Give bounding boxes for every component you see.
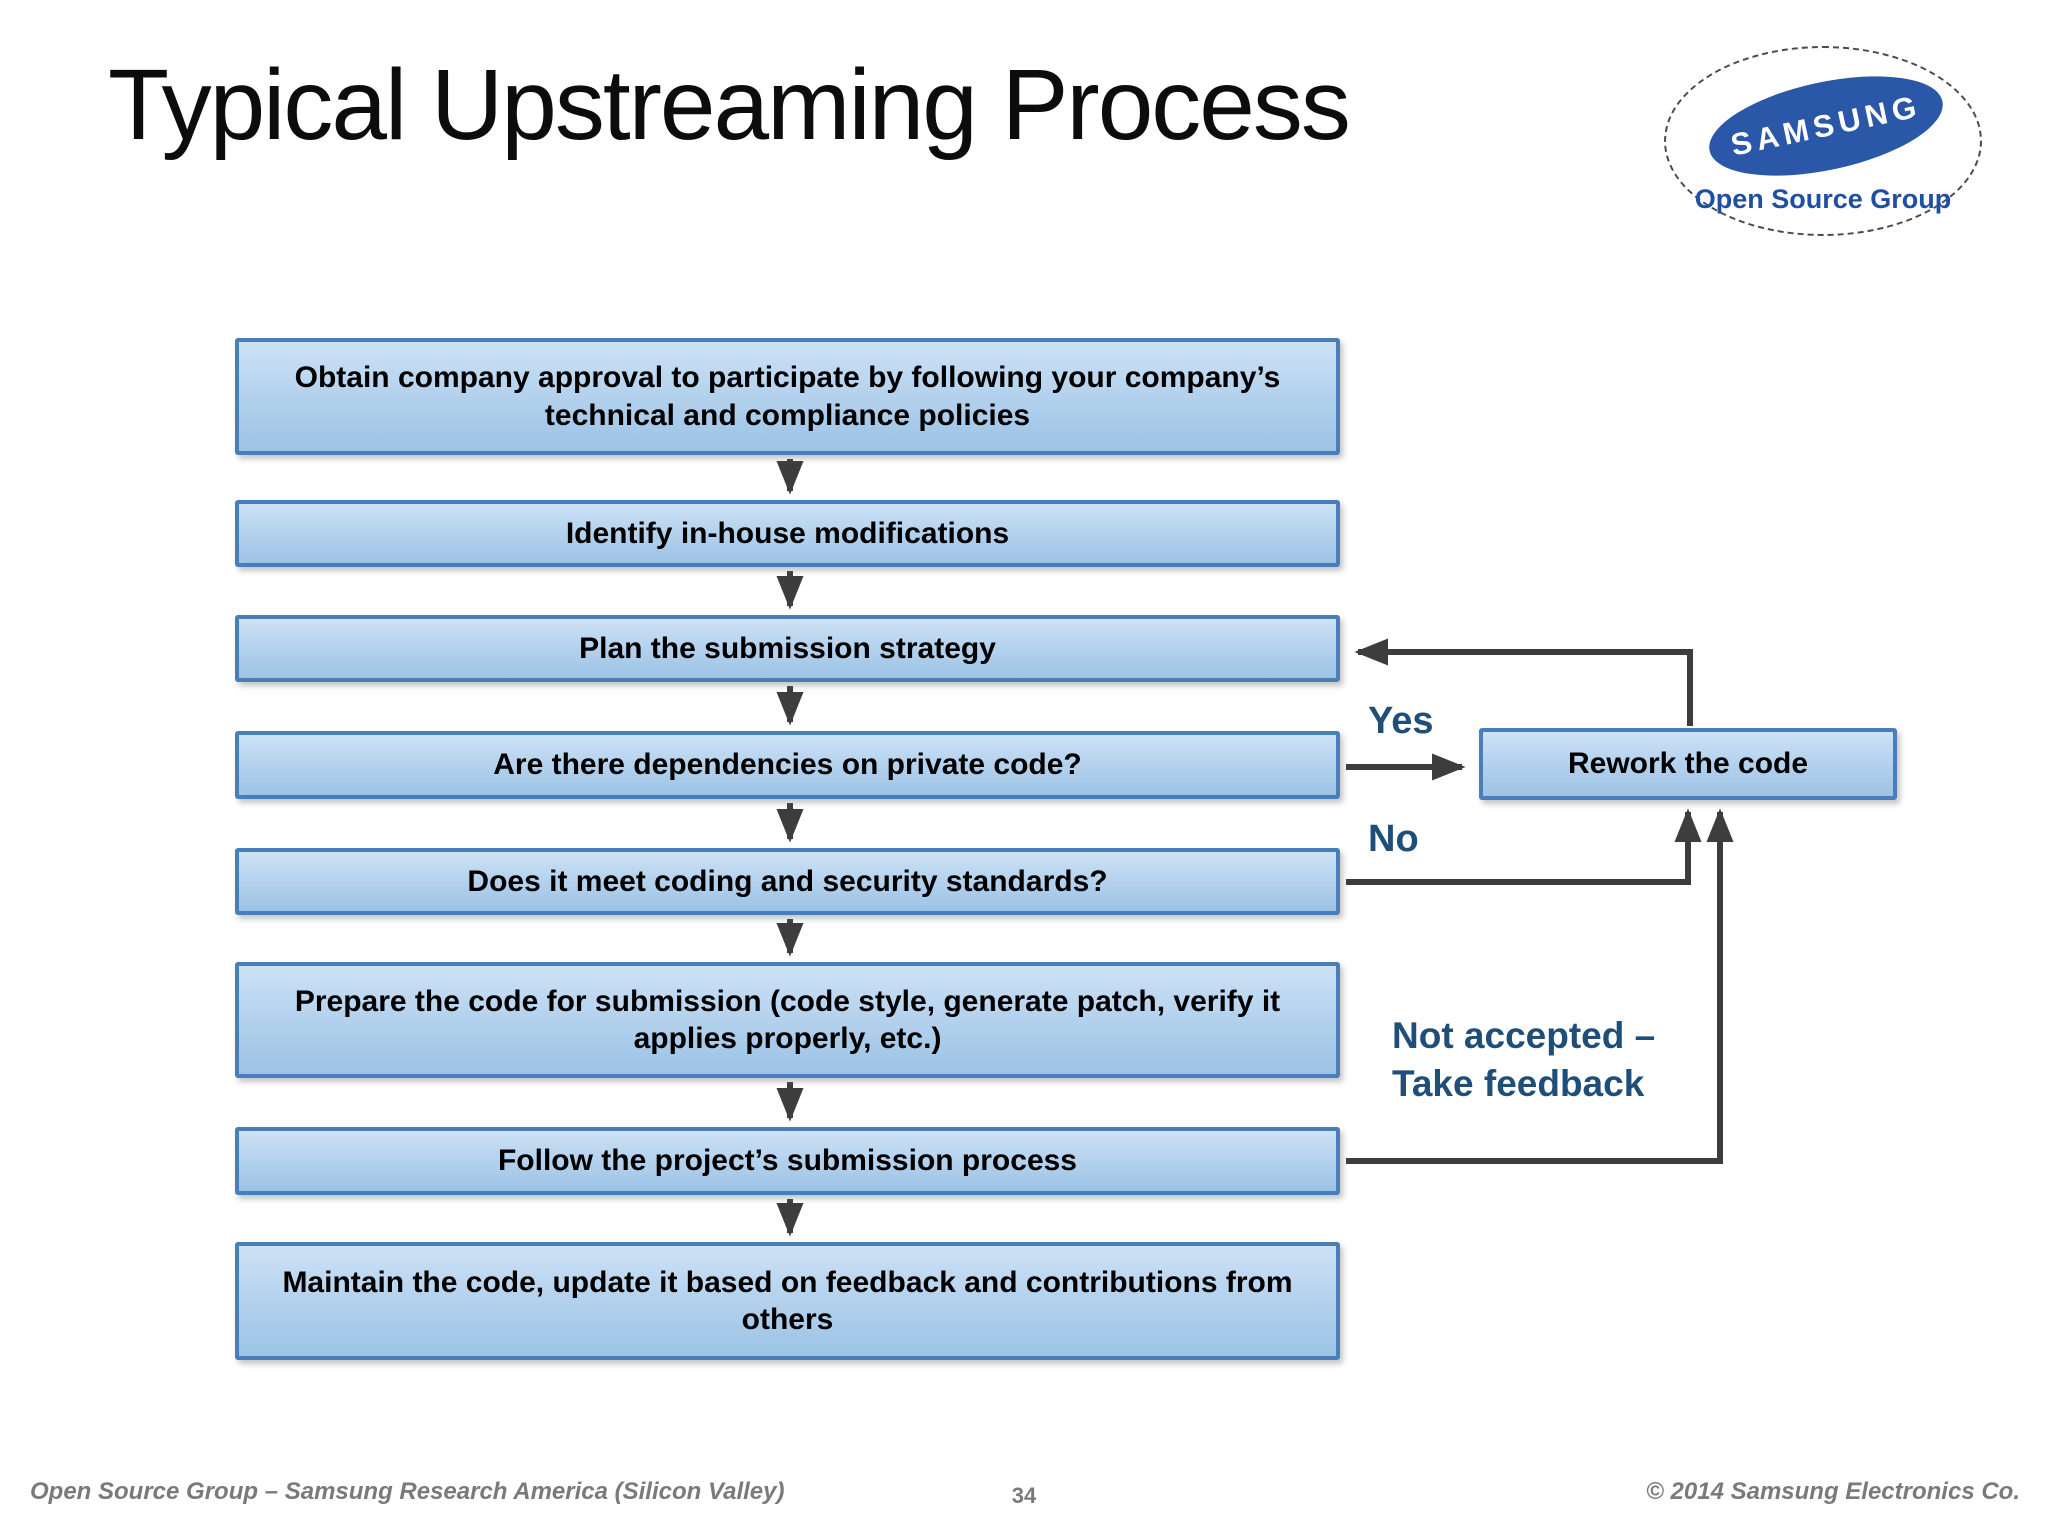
flow-step-standards-question: Does it meet coding and security standar… <box>235 848 1340 915</box>
flow-step-follow-process: Follow the project’s submission process <box>235 1127 1340 1195</box>
samsung-wordmark: SAMSUNG <box>1727 88 1925 163</box>
flow-step-plan-strategy: Plan the submission strategy <box>235 615 1340 682</box>
flow-step-maintain-code: Maintain the code, update it based on fe… <box>235 1242 1340 1360</box>
edge-label-not-accepted-line2: Take feedback <box>1392 1063 1645 1105</box>
footer-copyright: © 2014 Samsung Electronics Co. <box>1646 1478 2020 1505</box>
page-number: 34 <box>1011 1483 1037 1508</box>
edge-label-not-accepted-line1: Not accepted – <box>1392 1015 1656 1056</box>
flow-step-obtain-approval: Obtain company approval to participate b… <box>235 338 1340 455</box>
samsung-osg-logo: SAMSUNG Open Source Group <box>1664 46 1982 236</box>
footer-attribution: Open Source Group – Samsung Research Ame… <box>30 1478 785 1505</box>
edge-label-not-accepted: Not accepted – Take feedback <box>1392 1012 1655 1108</box>
logo-subtitle: Open Source Group <box>1694 184 1952 214</box>
slide-title: Typical Upstreaming Process <box>108 49 1351 161</box>
edge-label-no: No <box>1368 818 1419 860</box>
flow-step-rework-code: Rework the code <box>1479 728 1897 800</box>
flow-step-prepare-code: Prepare the code for submission (code st… <box>235 962 1340 1078</box>
samsung-ellipse-icon: SAMSUNG <box>1700 58 1952 194</box>
flow-step-dependencies-question: Are there dependencies on private code? <box>235 731 1340 799</box>
edge-label-yes: Yes <box>1368 700 1434 742</box>
flow-step-identify-modifications: Identify in-house modifications <box>235 500 1340 567</box>
arrow-not-accepted-to-rework <box>1346 808 1734 1164</box>
